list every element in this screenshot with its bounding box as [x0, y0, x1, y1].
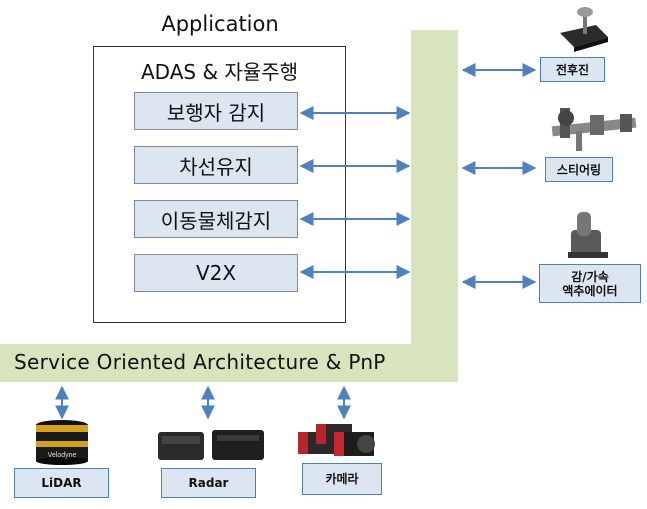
camera-label: 카메라 — [302, 463, 382, 495]
lidar-icon — [36, 420, 88, 465]
camera-icon — [298, 424, 375, 456]
lane-keeping-label: 차선유지 — [179, 154, 253, 179]
radar-icon — [158, 430, 264, 460]
application-title: Application — [161, 12, 279, 36]
v2x-box: V2X — [134, 254, 298, 292]
lidar-brand-text: Velodyne — [48, 452, 77, 459]
pedestrian-detection-box: 보행자 감지 — [134, 92, 298, 130]
accel-actuator-icon — [568, 212, 608, 258]
steering-label: 스티어링 — [545, 157, 613, 182]
pedestrian-detection-label: 보행자 감지 — [166, 100, 266, 125]
steering-column-icon — [551, 108, 637, 151]
accel-label-line1: 감/가속 — [571, 269, 609, 284]
lane-keeping-box: 차선유지 — [134, 146, 298, 184]
lidar-label: LiDAR — [14, 468, 109, 498]
adas-title: ADAS & 자율주행 — [140, 60, 299, 84]
soa-horizontal-bar — [0, 344, 458, 382]
v2x-label: V2X — [195, 261, 237, 285]
gear-shifter-icon — [560, 7, 608, 52]
moving-object-detection-label: 이동물체감지 — [160, 208, 272, 233]
shift-label: 전후진 — [540, 57, 605, 82]
soa-vertical-bar — [411, 30, 458, 382]
moving-object-detection-box: 이동물체감지 — [134, 200, 298, 238]
accel-label: 감/가속 액추에이터 — [539, 264, 641, 303]
accel-label-line2: 액추에이터 — [562, 283, 618, 298]
radar-label: Radar — [161, 468, 256, 498]
soa-label: Service Oriented Architecture & PnP — [14, 350, 386, 374]
